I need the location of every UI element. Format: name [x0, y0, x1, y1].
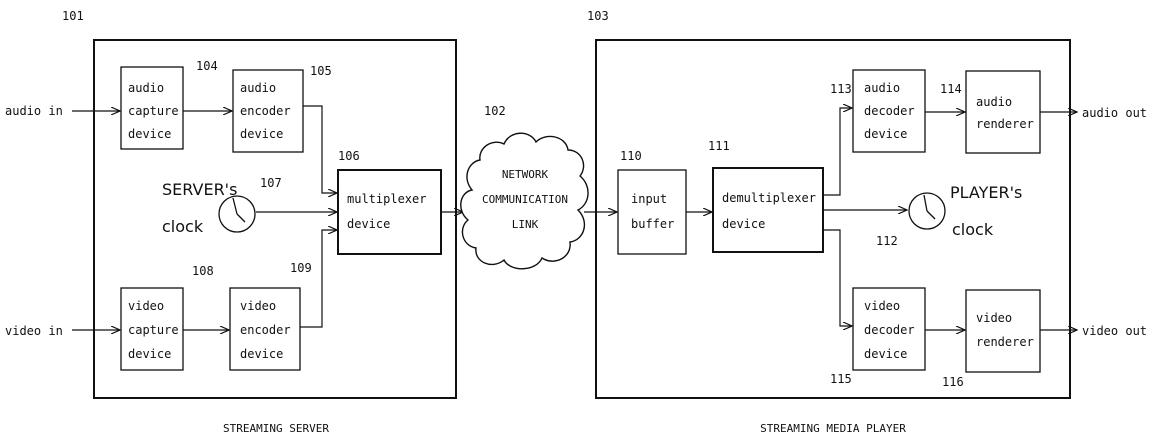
video-renderer-line2: renderer	[976, 335, 1034, 349]
multiplexer-device	[337, 169, 442, 255]
network-line2: COMMUNICATION	[482, 193, 568, 206]
ref-112: 112	[876, 234, 898, 248]
ref-113: 113	[830, 82, 852, 96]
audio-capture-line3: device	[128, 127, 171, 141]
audio-encoder-to-mux-arrow	[303, 105, 337, 193]
audio-renderer-line1: audio	[976, 95, 1012, 109]
demultiplexer-line2: device	[722, 217, 765, 231]
streaming-server-caption: STREAMING SERVER	[223, 422, 329, 435]
input-buffer-line1: input	[631, 192, 667, 206]
video-decoder-line2: decoder	[864, 323, 915, 337]
video-in-label: video in	[5, 324, 63, 338]
video-encoder-line3: device	[240, 347, 283, 361]
audio-capture-line2: capture	[128, 104, 179, 118]
video-capture-line1: video	[128, 299, 164, 313]
network-cloud	[460, 132, 589, 270]
video-decoder-device	[852, 287, 926, 371]
video-encoder-line2: encoder	[240, 323, 291, 337]
video-encoder-line1: video	[240, 299, 276, 313]
server-clock-icon	[218, 195, 256, 233]
streaming-server-frame	[93, 39, 457, 399]
input-buffer-line2: buffer	[631, 217, 674, 231]
ref-111: 111	[708, 139, 730, 153]
video-out-label: video out	[1082, 324, 1147, 338]
multiplexer-line2: device	[347, 217, 390, 231]
server-clock-label-2: clock	[162, 217, 204, 236]
streaming-player-caption: STREAMING MEDIA PLAYER	[760, 422, 906, 435]
audio-encoder-device	[232, 69, 304, 153]
ref-108: 108	[192, 264, 214, 278]
input-buffer	[617, 169, 687, 255]
audio-encoder-line3: device	[240, 127, 283, 141]
video-decoder-line3: device	[864, 347, 907, 361]
video-capture-line2: capture	[128, 323, 179, 337]
audio-renderer-line2: renderer	[976, 117, 1034, 131]
ref-114: 114	[940, 82, 962, 96]
audio-decoder-line3: device	[864, 127, 907, 141]
video-encoder-device	[229, 287, 301, 371]
demultiplexer-line1: demultiplexer	[722, 191, 816, 205]
audio-capture-device	[120, 66, 184, 150]
video-capture-line3: device	[128, 347, 171, 361]
ref-109: 109	[290, 261, 312, 275]
ref-103: 103	[587, 9, 609, 23]
ref-101: 101	[62, 9, 84, 23]
audio-encoder-line1: audio	[240, 81, 276, 95]
audio-encoder-line2: encoder	[240, 104, 291, 118]
demux-to-audio-decoder-arrow	[823, 108, 852, 196]
video-encoder-to-mux-arrow	[300, 230, 337, 328]
ref-116: 116	[942, 375, 964, 389]
player-clock-label-1: PLAYER's	[950, 183, 1022, 202]
ref-107: 107	[260, 176, 282, 190]
ref-105: 105	[310, 64, 332, 78]
ref-106: 106	[338, 149, 360, 163]
video-capture-device	[120, 287, 184, 371]
audio-capture-line1: audio	[128, 81, 164, 95]
video-renderer-line1: video	[976, 311, 1012, 325]
ref-115: 115	[830, 372, 852, 386]
audio-decoder-line1: audio	[864, 81, 900, 95]
network-line3: LINK	[512, 218, 539, 231]
ref-110: 110	[620, 149, 642, 163]
video-renderer	[965, 289, 1041, 373]
audio-in-label: audio in	[5, 104, 63, 118]
audio-decoder-device	[852, 69, 926, 153]
multiplexer-line1: multiplexer	[347, 192, 426, 206]
audio-renderer	[965, 70, 1041, 154]
demultiplexer-device	[712, 167, 824, 253]
audio-out-label: audio out	[1082, 106, 1147, 120]
audio-decoder-line2: decoder	[864, 104, 915, 118]
network-line1: NETWORK	[502, 168, 549, 181]
player-clock-icon	[908, 192, 946, 230]
player-clock-label-2: clock	[952, 220, 994, 239]
server-clock-label-1: SERVER's	[162, 180, 237, 199]
ref-104: 104	[196, 59, 218, 73]
ref-102: 102	[484, 104, 506, 118]
streaming-player-frame	[595, 39, 1071, 399]
video-decoder-line1: video	[864, 299, 900, 313]
demux-to-video-decoder-arrow	[823, 229, 852, 326]
